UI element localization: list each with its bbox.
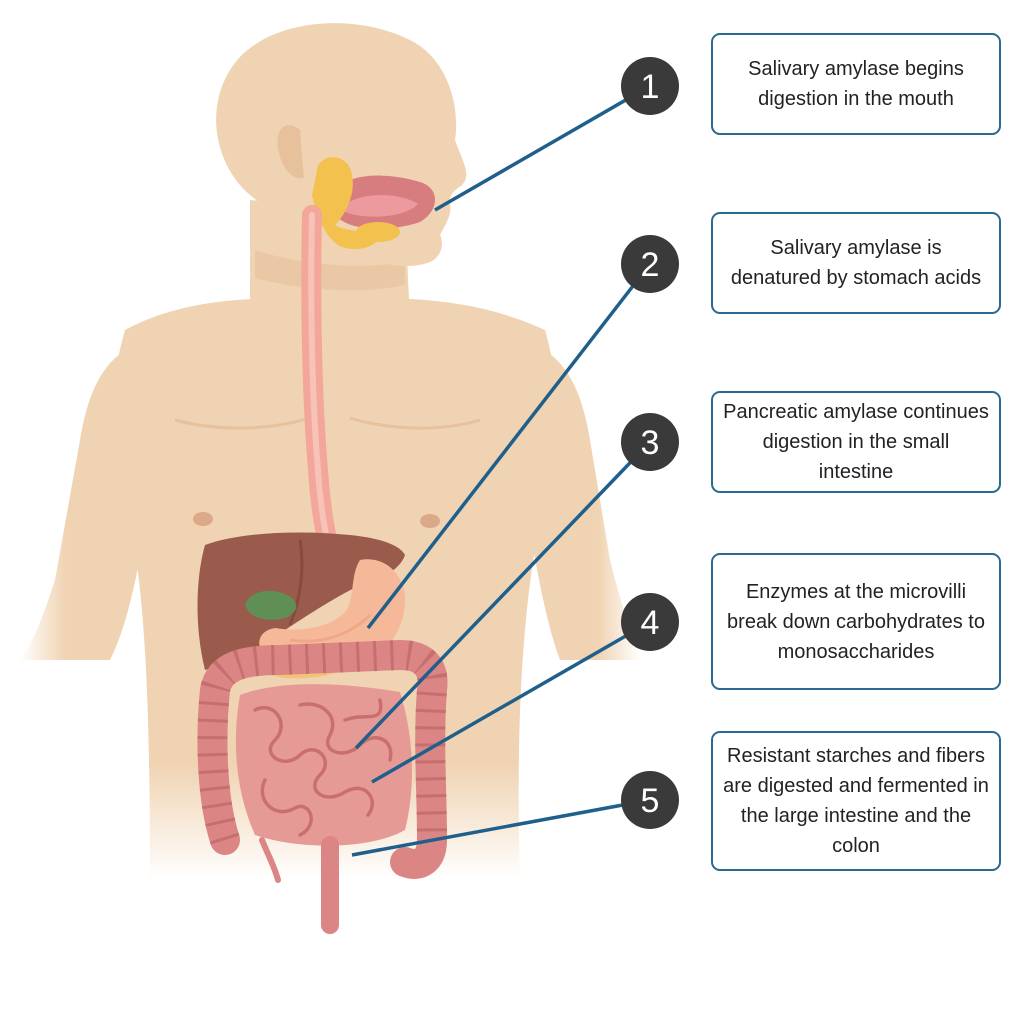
gallbladder (245, 590, 297, 620)
badge-3: 3 (621, 413, 679, 471)
badge-4-number: 4 (641, 604, 660, 642)
neck-shadow (255, 250, 405, 291)
liver (197, 532, 405, 670)
chest-line-left (174, 416, 311, 430)
leader-line-2 (366, 262, 652, 630)
esophagus-highlight (308, 212, 333, 558)
leader-line-1 (434, 84, 651, 212)
left-nipple (193, 512, 213, 526)
label-text-2: Salivary amylase is denatured by stomach… (730, 237, 982, 289)
right-nipple (420, 514, 440, 528)
badge-1-number: 1 (641, 68, 660, 106)
label-box-3: Pancreatic amylase continues digestion i… (711, 391, 1001, 493)
small-intestine-coils (253, 698, 393, 837)
chest-line-right (349, 416, 481, 430)
label-text-4: Enzymes at the microvilli break down car… (727, 580, 985, 663)
leader-line-3 (354, 440, 652, 750)
ear (277, 125, 304, 179)
badge-1: 1 (621, 57, 679, 115)
badge-5-number: 5 (641, 782, 660, 820)
appendix (259, 837, 281, 883)
salivary-gland-lower (356, 222, 400, 242)
stomach-fold (289, 613, 372, 643)
label-box-5: Resistant starches and fibers are digest… (711, 731, 1001, 871)
label-box-2: Salivary amylase is denatured by stomach… (711, 212, 1001, 314)
tongue (345, 195, 418, 217)
label-text-3: Pancreatic amylase continues digestion i… (723, 401, 989, 483)
number-badges: 1 2 3 4 5 (621, 57, 679, 829)
label-box-4: Enzymes at the microvilli break down car… (711, 553, 1001, 690)
liver-lobe-divide (288, 539, 304, 626)
label-box-1: Salivary amylase begins digestion in the… (711, 33, 1001, 135)
label-text-5: Resistant starches and fibers are digest… (723, 745, 989, 857)
leader-line-5 (351, 798, 651, 857)
badge-4: 4 (621, 593, 679, 651)
salivary-glands (312, 157, 380, 250)
label-text-1: Salivary amylase begins digestion in the… (748, 58, 964, 110)
leader-line-4 (371, 620, 651, 784)
badge-5: 5 (621, 771, 679, 829)
badge-3-number: 3 (641, 424, 660, 462)
badge-2-number: 2 (641, 246, 660, 284)
leader-lines (351, 84, 652, 857)
badge-2: 2 (621, 235, 679, 293)
